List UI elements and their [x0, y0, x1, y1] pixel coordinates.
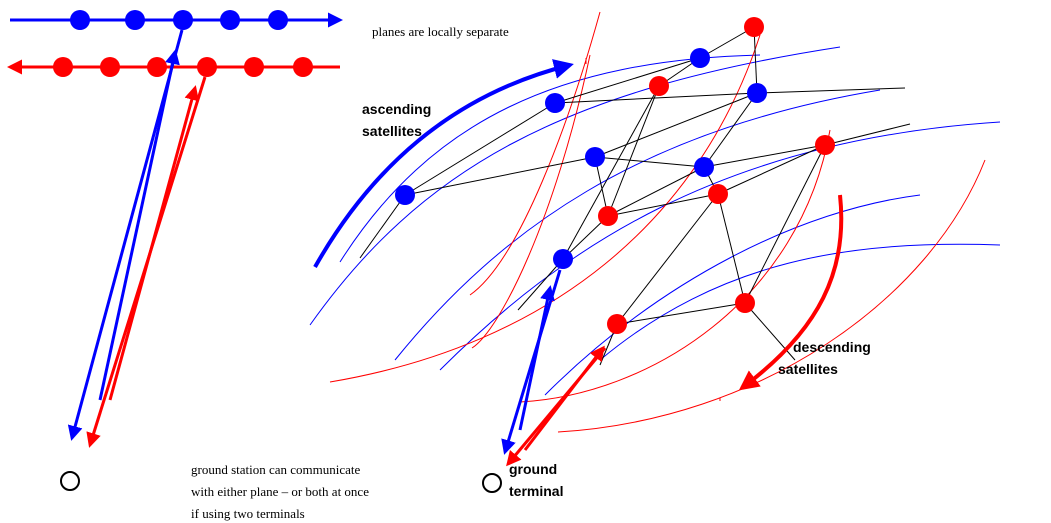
isl-link [404, 102, 556, 196]
isl-link [756, 87, 906, 94]
isl-link [744, 144, 826, 304]
isl-link [562, 215, 609, 260]
ascending-direction-arrow [313, 59, 574, 268]
satellite-blue [694, 157, 714, 177]
isl-link [717, 193, 746, 304]
orbit-arc-blue [309, 46, 841, 326]
descending-label-line2: satellites [778, 361, 838, 377]
descending-satellites [598, 17, 835, 334]
red-link-up-arrow [108, 85, 200, 401]
inter-satellite-links [359, 26, 911, 366]
isl-link [703, 92, 758, 168]
isl-link [616, 193, 719, 325]
satellite-red [598, 206, 618, 226]
terminal-blue-down-arrow [501, 269, 562, 455]
orbit-arc-blue [339, 54, 761, 263]
isl-link [744, 302, 796, 361]
ground-terminal [482, 473, 502, 493]
satellite-red [147, 57, 167, 77]
isl-link [594, 156, 705, 168]
satellite-blue [125, 10, 145, 30]
satellite-red [815, 135, 835, 155]
isl-link [616, 302, 746, 325]
ascending-label-line1: ascending [362, 101, 431, 117]
satellite-blue [268, 10, 288, 30]
orbit-arc-red [471, 54, 591, 349]
isl-link [594, 92, 758, 158]
descending-label-line1: descending [793, 339, 871, 355]
satellite-red [244, 57, 264, 77]
ascending-satellites [395, 48, 767, 269]
satellite-red [607, 314, 627, 334]
orbit-arc-red [519, 129, 831, 403]
planes-note: planes are locally separate [372, 24, 509, 39]
isl-link [703, 144, 826, 168]
satellite-red [649, 76, 669, 96]
isl-link [554, 57, 701, 104]
station-note-line1: ground station can communicate [191, 462, 361, 477]
ground-terminal-label-line2: terminal [509, 483, 563, 499]
satellite-red [735, 293, 755, 313]
satellite-blue [70, 10, 90, 30]
isl-link [699, 26, 755, 59]
isl-link [607, 85, 660, 217]
isl-link [753, 26, 758, 94]
satellite-blue [173, 10, 193, 30]
orbit-arc-red [329, 34, 761, 383]
right-panel [309, 11, 1001, 493]
satellite-blue [545, 93, 565, 113]
ascending-plane-satellites [70, 10, 288, 30]
satellite-red [293, 57, 313, 77]
satellite-blue [220, 10, 240, 30]
satellite-blue [585, 147, 605, 167]
satellite-red [53, 57, 73, 77]
satellite-blue [553, 249, 573, 269]
station-note-line2: with either plane – or both at once [191, 484, 369, 499]
isl-link [824, 123, 911, 146]
satellite-blue [395, 185, 415, 205]
isl-link [562, 85, 660, 260]
satellite-red [708, 184, 728, 204]
ascending-label-line2: satellites [362, 123, 422, 139]
isl-link [717, 144, 826, 195]
satellite-blue [747, 83, 767, 103]
isl-link [554, 92, 758, 104]
descending-direction-arrow [738, 194, 844, 391]
isl-link [607, 166, 705, 217]
satellite-red [744, 17, 764, 37]
satellite-red [100, 57, 120, 77]
terminal-blue-up-arrow [518, 285, 555, 431]
ground-terminal-label-line1: ground [509, 461, 557, 477]
isl-link [517, 258, 564, 311]
descending-orbit-arcs [329, 11, 986, 433]
orbit-arc-blue [439, 121, 1001, 371]
orbit-arc-blue [544, 194, 921, 396]
satellite-red [197, 57, 217, 77]
satellite-blue [690, 48, 710, 68]
orbit-arc-red [469, 11, 601, 296]
orbit-arc-blue [599, 243, 1001, 361]
blue-link-up-arrow [98, 49, 180, 401]
left-panel [6, 10, 343, 491]
isl-link [359, 194, 406, 259]
ground-station [60, 471, 80, 491]
orbit-arc-red [557, 159, 986, 433]
descending-plane-satellites [53, 57, 313, 77]
isl-link [594, 156, 609, 217]
station-note-line3: if using two terminals [191, 506, 305, 521]
orbit-arc-blue [394, 89, 881, 361]
terminal-red-up-arrow [523, 345, 605, 451]
isl-link [404, 156, 596, 196]
ascending-orbit-arcs [309, 46, 1001, 396]
isl-link [607, 193, 719, 217]
